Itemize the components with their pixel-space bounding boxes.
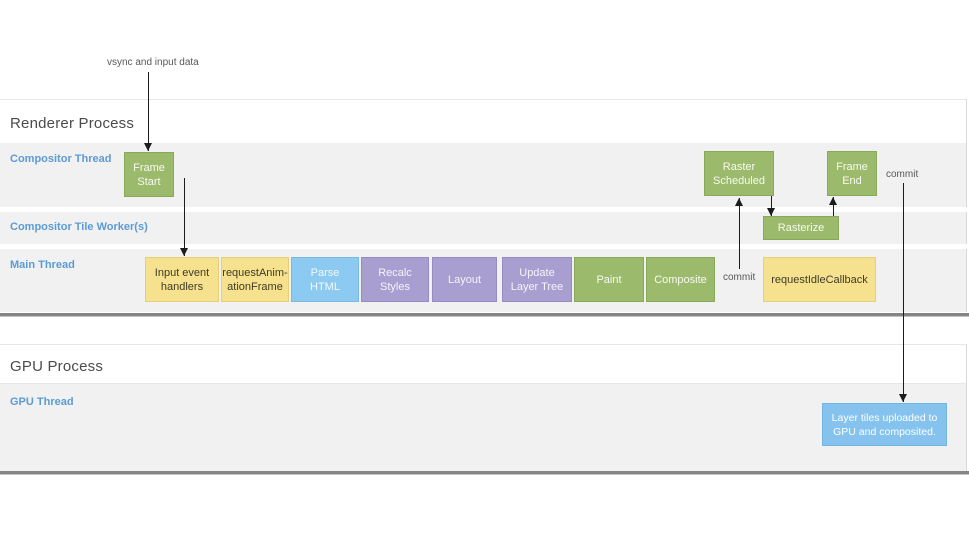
- renderer-process-header: Renderer Process: [0, 99, 967, 143]
- recalc-styles-box: Recalc Styles: [361, 257, 429, 302]
- request-animation-frame-box: requestAnim- ationFrame: [221, 257, 289, 302]
- gpu-thread-label: GPU Thread: [10, 396, 74, 408]
- raster-scheduled-box: Raster Scheduled: [704, 151, 774, 196]
- layer-tiles-uploaded-box: Layer tiles uploaded to GPU and composit…: [822, 403, 947, 446]
- layout-box: Layout: [432, 257, 497, 302]
- update-layer-tree-box: Update Layer Tree: [502, 257, 572, 302]
- raster-scheduled-to-rasterize-arrow: [767, 196, 775, 216]
- rasterize-box: Rasterize: [763, 216, 839, 240]
- input-event-handlers-box: Input event handlers: [145, 257, 219, 302]
- gpu-process-header: GPU Process: [0, 344, 967, 384]
- renderer-process-bottom-divider: [0, 313, 969, 317]
- frame-start-box: Frame Start: [124, 152, 174, 197]
- vsync-label: vsync and input data: [107, 57, 199, 68]
- gpu-process-title: GPU Process: [10, 358, 104, 375]
- main-thread-label: Main Thread: [10, 259, 75, 271]
- gpu-process-bottom-divider: [0, 471, 969, 475]
- composite-box: Composite: [646, 257, 715, 302]
- commit-main-label: commit: [723, 272, 756, 283]
- renderer-process-title: Renderer Process: [10, 115, 135, 132]
- parse-html-box: Parse HTML: [291, 257, 359, 302]
- commit-to-raster-scheduled-arrow: [735, 198, 743, 269]
- frame-end-box: Frame End: [827, 151, 877, 196]
- paint-box: Paint: [574, 257, 644, 302]
- frame-start-to-main-thread-arrow: [180, 178, 188, 256]
- commit-top-label: commit: [886, 169, 919, 180]
- commit-to-gpu-arrow: [899, 183, 907, 402]
- gpu-thread-lane: [0, 384, 967, 471]
- compositor-thread-label: Compositor Thread: [10, 153, 112, 165]
- rasterize-to-frame-end-arrow: [829, 197, 837, 216]
- request-idle-callback-box: requestIdleCallback: [763, 257, 876, 302]
- vsync-arrow: [144, 72, 152, 151]
- compositor-tile-workers-label: Compositor Tile Worker(s): [10, 221, 148, 233]
